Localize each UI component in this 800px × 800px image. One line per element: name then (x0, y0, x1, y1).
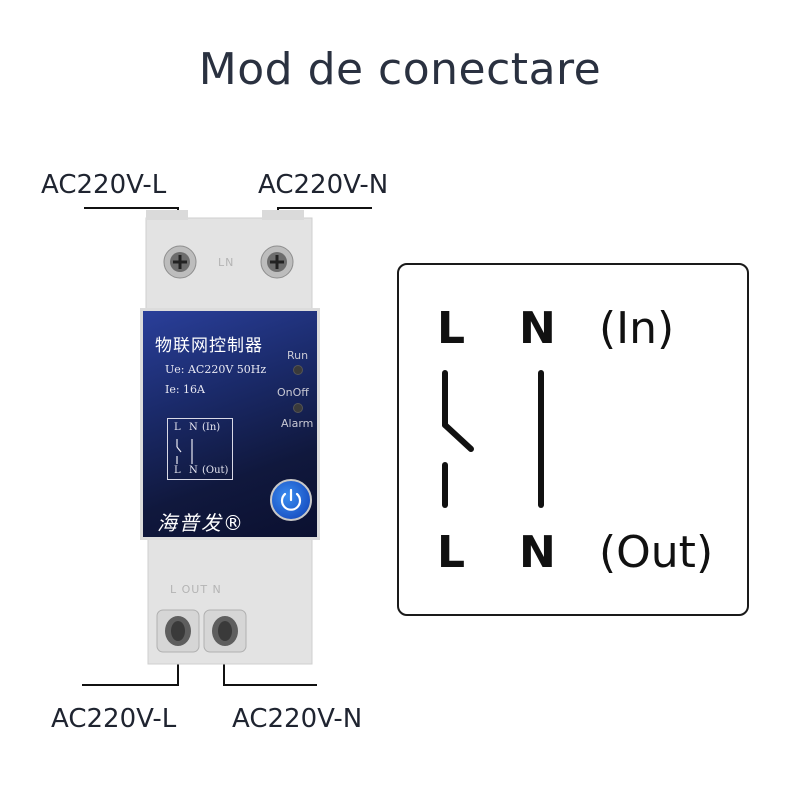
diagram-in-l: L (437, 303, 466, 354)
mini-l-in: L (174, 422, 181, 433)
mini-switch-icon (176, 439, 193, 464)
rating-ie: Ie: 16A (165, 383, 205, 396)
mini-n-in: N (189, 422, 198, 433)
callout-bottom-r: AC220V-N (232, 704, 363, 734)
diagram-out-tag: (Out) (599, 527, 714, 578)
leader-bottom-l-h (82, 684, 179, 686)
mini-n-out: N (189, 465, 198, 476)
mini-wiring-diagram: L N (In) L N (Out) (167, 418, 233, 480)
switch-symbol-icon (442, 370, 544, 508)
power-icon (280, 488, 302, 511)
mini-tag-out: (Out) (202, 465, 229, 476)
led-run-icon (293, 365, 303, 375)
led-label-alarm: Alarm (281, 417, 314, 430)
diagram-in-n: N (519, 303, 556, 354)
power-button[interactable] (270, 479, 312, 521)
led-label-run: Run (287, 349, 309, 362)
leader-top-n-h (278, 207, 372, 209)
terminal-out-l-icon (156, 609, 200, 653)
callout-bottom-l: AC220V-L (51, 704, 177, 734)
rating-ue: Ue: AC220V 50Hz (165, 363, 267, 376)
diagram-out-n: N (519, 527, 556, 578)
page-title: Mod de conectare (198, 44, 602, 95)
panel-title: 物联网控制器 (155, 336, 263, 356)
bottom-terminal-label: L OUT N (170, 583, 222, 596)
top-terminal-label: LN (218, 256, 235, 269)
screw-n-icon (260, 245, 294, 279)
terminal-out-n-icon (203, 609, 247, 653)
mini-tag-in: (In) (202, 422, 221, 433)
callout-top-l: AC220V-L (41, 170, 167, 200)
leader-bottom-r-h (223, 684, 317, 686)
diagram-out-l: L (437, 527, 466, 578)
led-onoff-icon (293, 403, 303, 413)
diagram-in-tag: (In) (599, 303, 675, 354)
led-label-onoff: OnOff (277, 386, 309, 399)
wiring-diagram: L N (In) L N (Out) (397, 263, 749, 616)
mini-l-out: L (174, 465, 181, 476)
brand-logo: 海普发® (157, 511, 245, 535)
leader-top-l-h (84, 207, 178, 209)
device-front-panel: 物联网控制器 Ue: AC220V 50Hz Ie: 16A Run OnOff… (140, 308, 320, 540)
callout-top-n: AC220V-N (258, 170, 389, 200)
screw-l-icon (163, 245, 197, 279)
